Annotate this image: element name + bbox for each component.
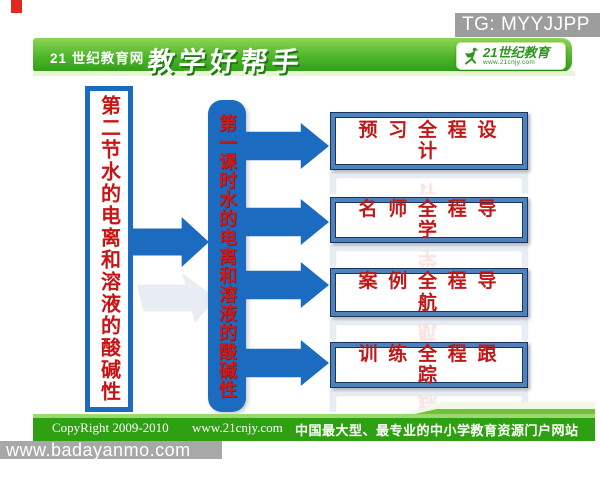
logo-brand-text: 21世纪教育	[483, 44, 550, 60]
site-name: 21 世纪教育网	[50, 51, 145, 66]
main-arrow	[133, 217, 209, 267]
branch-arrow-2	[246, 199, 329, 245]
runner-icon	[461, 45, 481, 67]
footer-tagline: 中国最大型、最专业的中小学教育资源门户网站	[295, 423, 579, 438]
lesson-title-text: 第一课时水的电离和溶液的酸碱性	[217, 113, 237, 399]
watermark-url: www.badayanmo.com	[6, 440, 191, 460]
branch-box-case: 案 例 全 程 导 航	[330, 268, 528, 317]
header-slogan: 教学好帮手	[146, 47, 305, 77]
branch-box-reflection: 案 例 全 程 导 航	[330, 319, 528, 341]
watermark-bar	[0, 441, 222, 459]
footer-stripe	[33, 414, 595, 418]
branch-arrow-3	[246, 262, 329, 308]
branch-arrow-4	[246, 340, 329, 386]
tg-watermark-badge: TG: MYYJJPP	[455, 13, 600, 37]
root-topic-box: 第二节水的电离和溶液的酸碱性	[85, 86, 133, 412]
corner-red-mark	[11, 0, 22, 13]
lesson-title-banner: 第一课时水的电离和溶液的酸碱性	[208, 100, 246, 412]
branch-box-reflection: 名 师 全 程 导 学	[330, 245, 528, 267]
footer-bar	[33, 414, 595, 441]
footer-swoosh-green	[402, 409, 595, 417]
logo-url-text: www.21cnjy.com	[483, 58, 536, 66]
root-topic-text: 第二节水的电离和溶液的酸碱性	[97, 95, 120, 403]
branch-box-training: 训 练 全 程 跟 踪	[330, 342, 528, 388]
header-stripe	[33, 71, 575, 76]
branch-box-reflection: 预 习 全 程 设 计	[330, 172, 528, 194]
branch-arrow-1	[246, 123, 329, 169]
brand-logo: 21世纪教育 www.21cnjy.com	[456, 42, 566, 70]
branch-box-teacher: 名 师 全 程 导 学	[330, 197, 528, 243]
footer-site-url: www.21cnjy.com	[192, 420, 283, 435]
footer-copyright: CopyRight 2009-2010	[52, 420, 169, 435]
branch-box-preview: 预 习 全 程 设 计	[330, 112, 528, 170]
